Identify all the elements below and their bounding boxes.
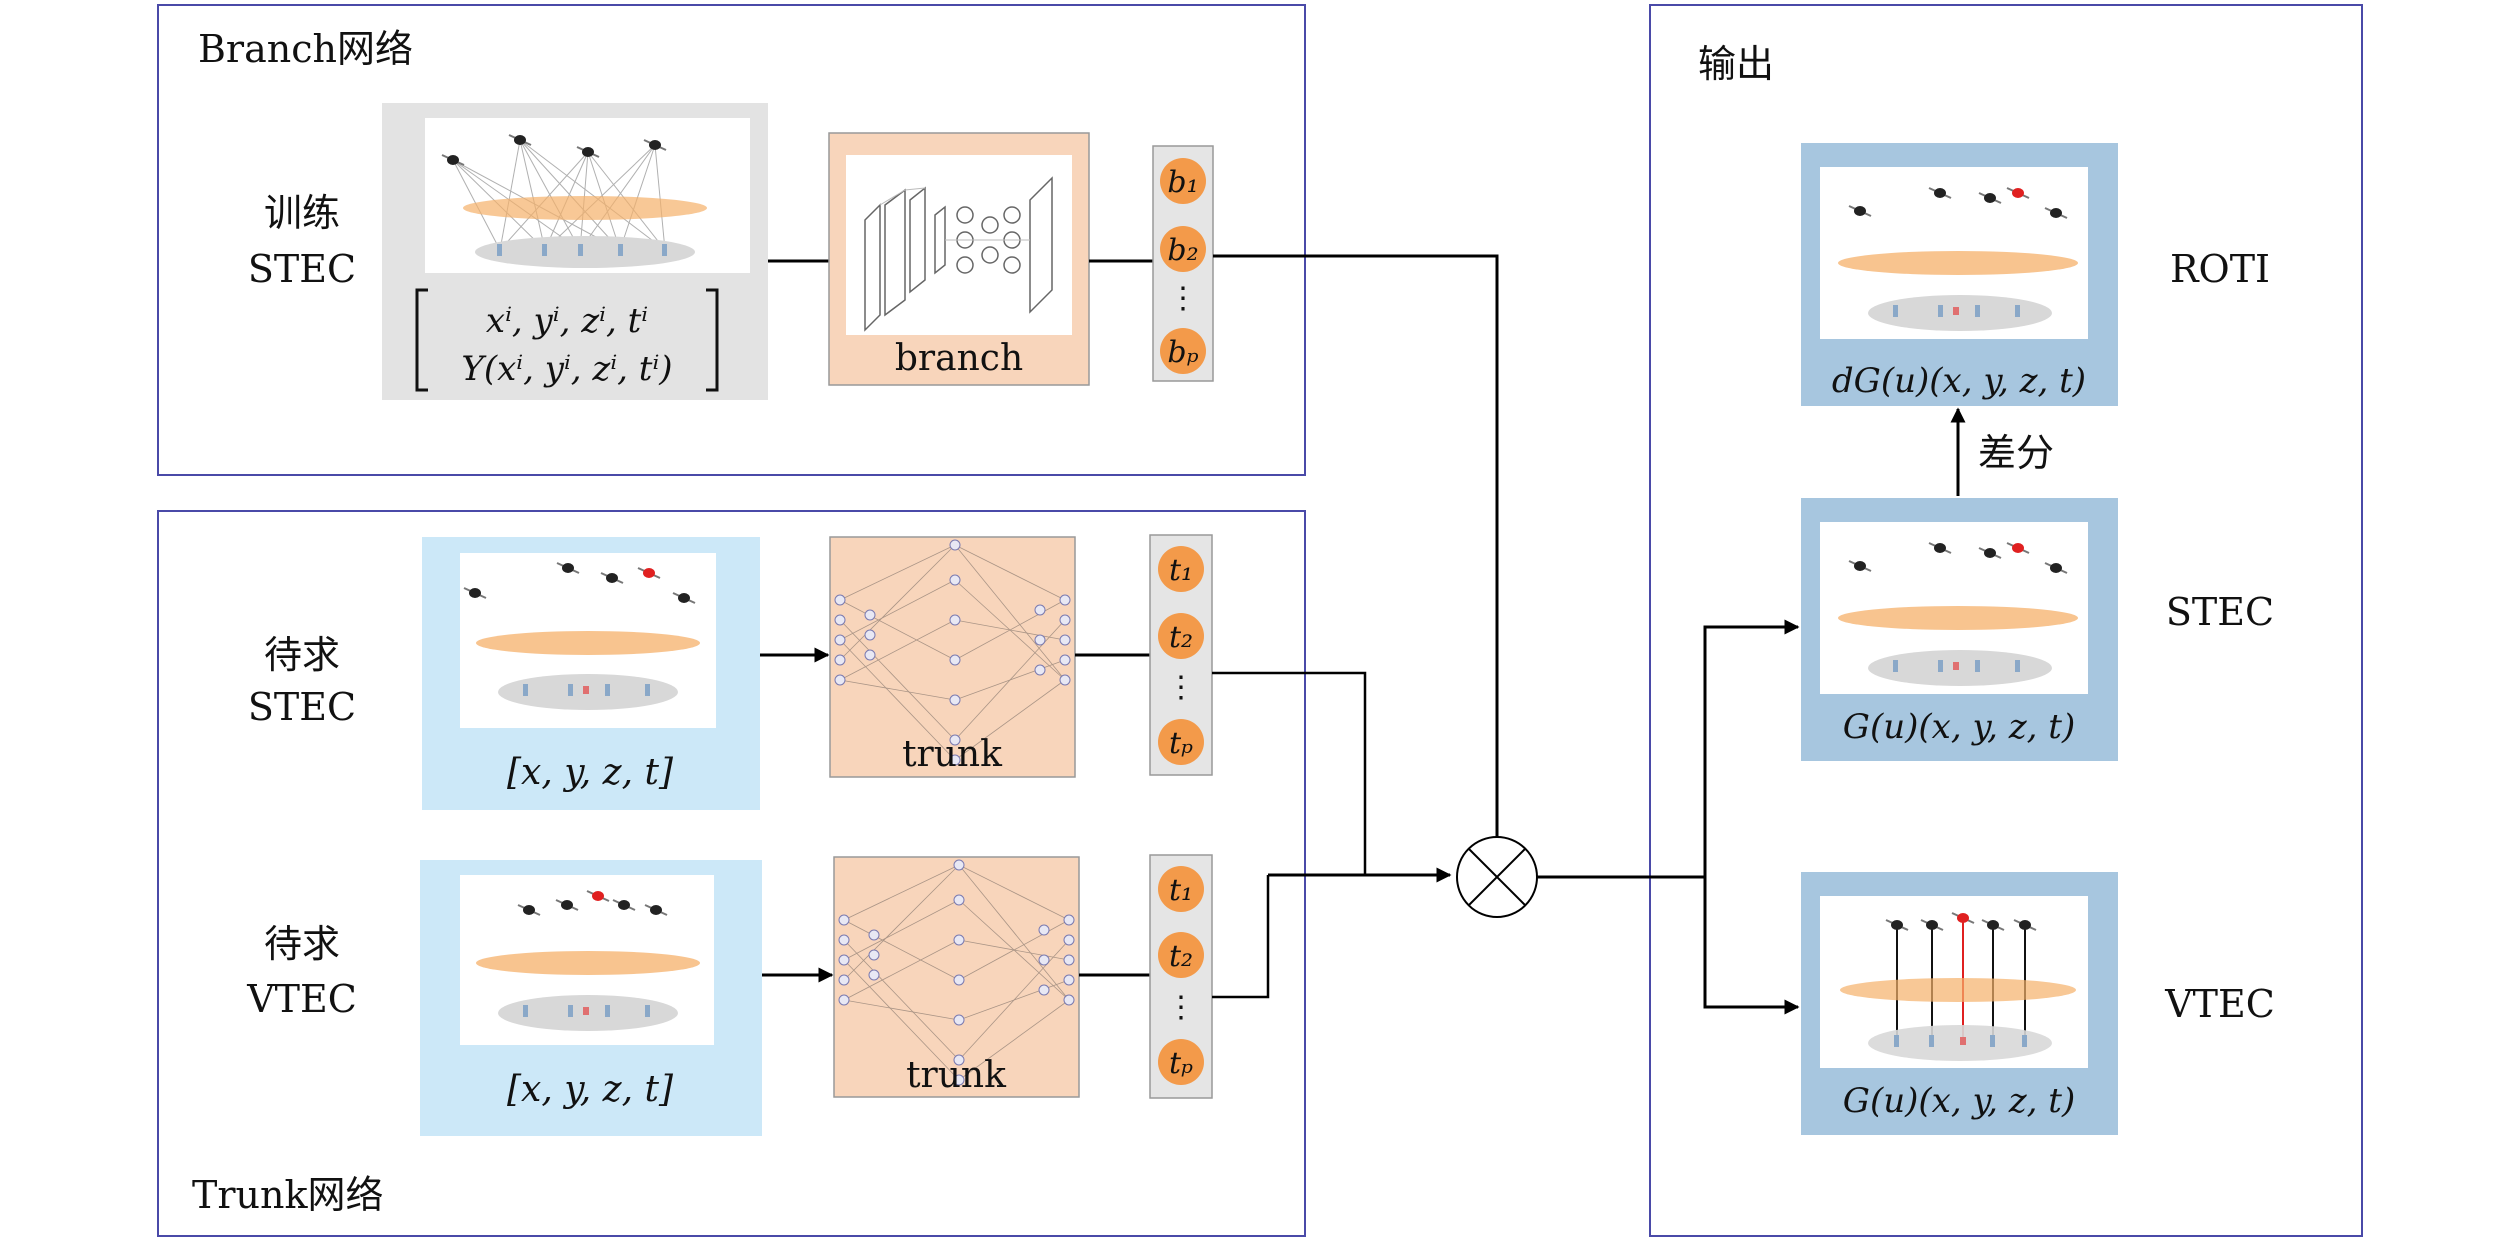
trunk-row1-output-t2: t₂ bbox=[1169, 620, 1193, 655]
output-stec-name: STEC bbox=[2166, 590, 2274, 634]
branch-to-multiply-arrow bbox=[1213, 254, 1505, 857]
branch-input-label-line1: 训练 bbox=[264, 191, 340, 235]
trunk-row2-node-1 bbox=[1158, 866, 1204, 912]
output-title: 输出 bbox=[1698, 42, 1774, 86]
trunk-row2-label-line2: VTEC bbox=[246, 977, 357, 1021]
output-roti-formula: dG(u)(x, y, z, t) bbox=[1832, 361, 2086, 401]
output-frame bbox=[1649, 4, 2363, 1237]
trunk-row1-output-tp: tₚ bbox=[1169, 726, 1193, 761]
trunk-row1-coords: [x, y, z, t] bbox=[507, 752, 674, 793]
trunk-network-title: Trunk网络 bbox=[192, 1173, 384, 1217]
trunk-row2-output-vector bbox=[1149, 854, 1213, 1099]
branch-output-dots: ⋮ bbox=[1168, 281, 1198, 316]
trunk-row1-label-line2: STEC bbox=[248, 685, 356, 729]
trunk-row1-node-2 bbox=[1158, 613, 1204, 659]
output-vtec-panel bbox=[1801, 872, 2118, 1135]
trunk-row2-net-label: trunk bbox=[906, 1055, 1007, 1096]
branch-output-vector bbox=[1152, 145, 1214, 382]
trunk-row2-node-2 bbox=[1158, 932, 1204, 978]
trunk-row1-output-t1: t₁ bbox=[1169, 553, 1193, 588]
branch-output-node-1 bbox=[1160, 158, 1206, 204]
trunk-row2-output-tp: tₚ bbox=[1169, 1046, 1193, 1081]
trunk-row2-coords: [x, y, z, t] bbox=[507, 1069, 674, 1110]
branch-output-node-2 bbox=[1160, 226, 1206, 272]
trunk-row2-net-box bbox=[833, 856, 1080, 1098]
branch-output-bp: bₚ bbox=[1167, 335, 1198, 370]
trunk-row2-output-t2: t₂ bbox=[1169, 939, 1193, 974]
branch-network-title: Branch网络 bbox=[198, 27, 413, 71]
trunk-row1-to-multiply-line bbox=[1212, 671, 1367, 875]
branch-matrix-row-1: xⁱ, yⁱ, zⁱ, tⁱ bbox=[486, 301, 648, 341]
multiply-operator bbox=[1456, 836, 1538, 918]
trunk-row1-input-panel bbox=[422, 537, 760, 810]
trunk-row2-input-panel bbox=[420, 860, 762, 1136]
output-stec-formula: G(u)(x, y, z, t) bbox=[1843, 707, 2075, 747]
output-roti-name: ROTI bbox=[2170, 247, 2270, 291]
trunk-row1-node-p bbox=[1158, 719, 1204, 765]
trunk-row1-net-box bbox=[829, 536, 1076, 778]
branch-input-panel bbox=[382, 103, 768, 400]
branch-input-label-line2: STEC bbox=[248, 247, 356, 291]
trunk-row1-net-label: trunk bbox=[902, 734, 1003, 775]
branch-net-box bbox=[828, 132, 1090, 386]
trunk-row1-output-dots: ⋮ bbox=[1166, 670, 1196, 705]
trunk-row2-label-line1: 待求 bbox=[264, 922, 340, 966]
diff-label: 差分 bbox=[1978, 431, 2054, 475]
branch-output-node-p bbox=[1160, 328, 1206, 374]
trunk-row2-node-p bbox=[1158, 1039, 1204, 1085]
trunk-row1-label-line1: 待求 bbox=[264, 633, 340, 677]
output-vtec-name: VTEC bbox=[2164, 982, 2275, 1026]
trunk-row2-to-multiply-line bbox=[1212, 875, 1270, 999]
trunk-row2-output-dots: ⋮ bbox=[1166, 990, 1196, 1025]
output-stec-panel bbox=[1801, 498, 2118, 761]
branch-net-label: branch bbox=[895, 338, 1023, 379]
branch-network-frame bbox=[157, 4, 1306, 476]
trunk-row2-output-t1: t₁ bbox=[1169, 873, 1193, 908]
output-vtec-formula: G(u)(x, y, z, t) bbox=[1843, 1081, 2075, 1121]
split-to-stec-arrow bbox=[1703, 619, 1800, 877]
branch-matrix-row-2: Y(xⁱ, yⁱ, zⁱ, tⁱ) bbox=[461, 349, 672, 389]
branch-output-b1: b₁ bbox=[1167, 165, 1198, 200]
trunk-row1-node-1 bbox=[1158, 546, 1204, 592]
trunk-row1-output-vector bbox=[1149, 534, 1213, 776]
branch-output-b2: b₂ bbox=[1167, 233, 1198, 268]
split-to-vtec-arrow bbox=[1703, 877, 1800, 1015]
output-roti-panel bbox=[1801, 143, 2118, 406]
